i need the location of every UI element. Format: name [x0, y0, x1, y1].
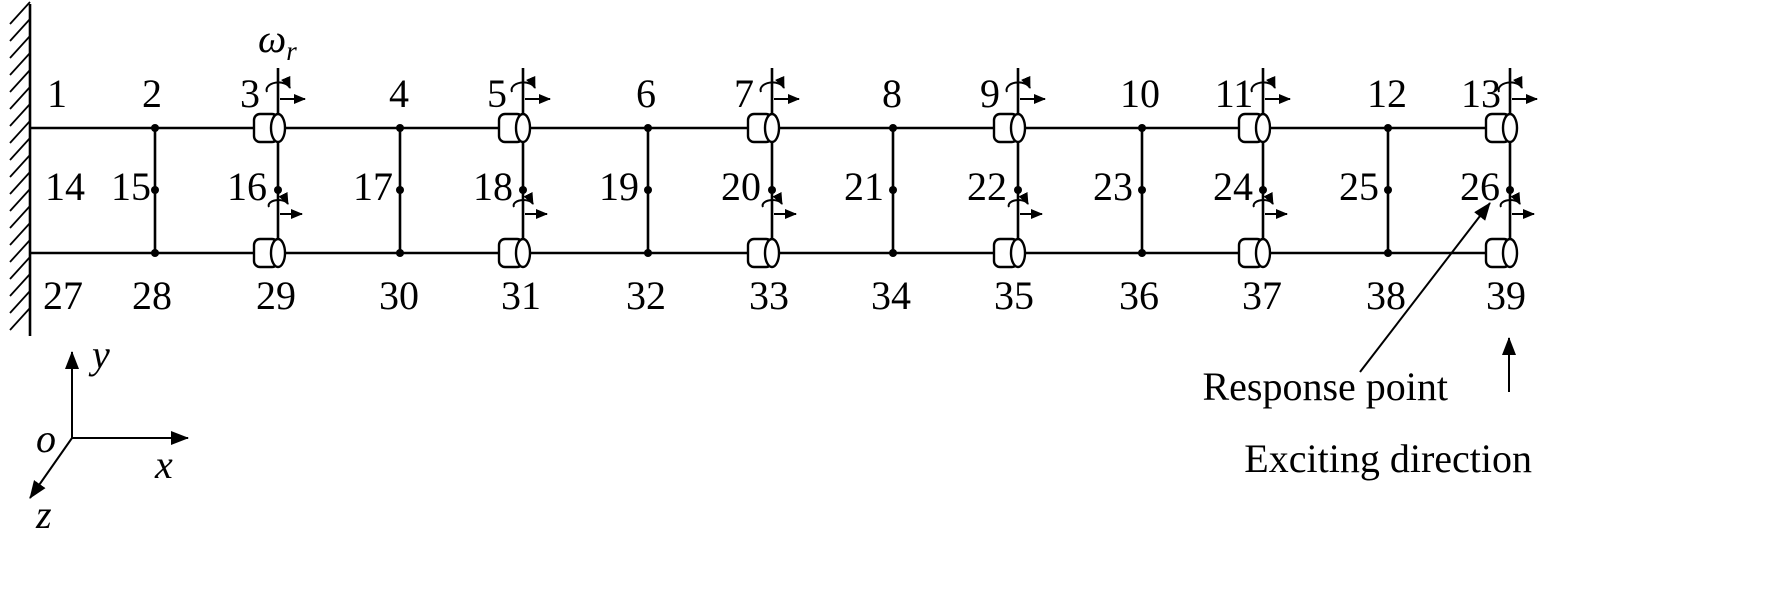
node-label: 3 — [240, 71, 260, 116]
node-label: 18 — [473, 164, 513, 209]
spin-arrow-icon — [1250, 75, 1291, 104]
spin-arrow-icon — [265, 75, 306, 104]
node-label: 1 — [47, 71, 67, 116]
node-label: 21 — [844, 164, 884, 209]
middle-spin-arrows — [267, 191, 1535, 219]
spin-arrow-icon — [1252, 191, 1288, 219]
rotor-cylinder-icon — [992, 112, 1027, 144]
node-label: 39 — [1486, 273, 1526, 318]
spin-arrow-icon — [1007, 191, 1043, 219]
node-label: 23 — [1093, 164, 1133, 209]
node-label: 27 — [43, 273, 83, 318]
node-label: 11 — [1215, 71, 1254, 116]
spin-arrow-icon — [1499, 191, 1535, 219]
node-label: 31 — [501, 273, 541, 318]
rotor-cylinder-icon — [1484, 237, 1519, 269]
top-rotor-cylinders — [252, 112, 1519, 144]
node-label: 32 — [626, 273, 666, 318]
y-axis-label: y — [88, 332, 110, 377]
node-label: 34 — [871, 273, 911, 318]
coordinate-axes: y x z o — [29, 332, 189, 537]
node-label: 29 — [256, 273, 296, 318]
node-dots — [151, 124, 1514, 257]
top-node-labels: 1 2 3 4 5 6 7 8 9 10 11 12 13 — [47, 71, 1501, 116]
rotor-cylinder-icon — [252, 112, 287, 144]
node-label: 25 — [1339, 164, 1379, 209]
spin-arrow-icon — [1005, 75, 1046, 104]
rotor-cylinder-icon — [1237, 112, 1272, 144]
node-label: 28 — [132, 273, 172, 318]
rotor-cylinder-icon — [746, 112, 781, 144]
middle-node-labels: 14 15 16 17 18 19 20 21 22 23 24 25 26 — [45, 164, 1500, 209]
spin-arrow-icon — [267, 191, 303, 219]
rotor-cylinder-icon — [992, 237, 1027, 269]
node-label: 8 — [882, 71, 902, 116]
node-label: 20 — [721, 164, 761, 209]
rotor-cylinder-icon — [497, 237, 532, 269]
response-point-label: Response point — [1202, 364, 1448, 409]
node-label: 37 — [1242, 273, 1282, 318]
node-label: 24 — [1213, 164, 1253, 209]
node-label: 17 — [353, 164, 393, 209]
node-label: 16 — [227, 164, 267, 209]
bottom-node-labels: 27 28 29 30 31 32 33 34 35 36 37 38 39 — [43, 273, 1526, 318]
bottom-rotor-cylinders — [252, 237, 1519, 269]
response-point-annotation: Response point — [1202, 202, 1491, 409]
node-label: 35 — [994, 273, 1034, 318]
exciting-direction-label: Exciting direction — [1244, 436, 1532, 481]
fixed-support — [9, 1, 32, 336]
node-label: 7 — [734, 71, 754, 116]
rotor-cylinder-icon — [1237, 237, 1272, 269]
node-label: 26 — [1460, 164, 1500, 209]
z-axis-arrow — [29, 437, 73, 499]
z-axis-label: z — [35, 492, 52, 537]
origin-label: o — [36, 416, 56, 461]
response-point-arrow — [1359, 202, 1491, 373]
node-label: 2 — [142, 71, 162, 116]
x-axis-label: x — [154, 442, 173, 487]
rotor-cylinder-icon — [497, 112, 532, 144]
spin-arrow-icon — [761, 191, 797, 219]
top-spin-arrows — [265, 75, 1538, 104]
exciting-direction-annotation: Exciting direction — [1244, 337, 1532, 481]
node-label: 9 — [980, 71, 1000, 116]
spin-arrow-icon — [510, 75, 551, 104]
node-label: 36 — [1119, 273, 1159, 318]
node-label: 33 — [749, 273, 789, 318]
node-label: 15 — [111, 164, 151, 209]
spin-arrow-icon — [1497, 75, 1538, 104]
node-label: 14 — [45, 164, 85, 209]
node-label: 5 — [487, 71, 507, 116]
rotor-cylinder-icon — [746, 237, 781, 269]
node-label: 6 — [636, 71, 656, 116]
rotor-cylinder-icon — [1484, 112, 1519, 144]
rotor-speed-label: ωr — [258, 16, 297, 66]
node-label: 10 — [1120, 71, 1160, 116]
node-label: 30 — [379, 273, 419, 318]
node-label: 4 — [389, 71, 409, 116]
node-label: 12 — [1367, 71, 1407, 116]
rotor-cylinder-icon — [252, 237, 287, 269]
spin-arrow-icon — [512, 191, 548, 219]
node-label: 38 — [1366, 273, 1406, 318]
node-label: 19 — [599, 164, 639, 209]
wall-hatching — [9, 1, 31, 331]
node-label: 22 — [967, 164, 1007, 209]
spin-arrow-icon — [759, 75, 800, 104]
node-label: 13 — [1461, 71, 1501, 116]
